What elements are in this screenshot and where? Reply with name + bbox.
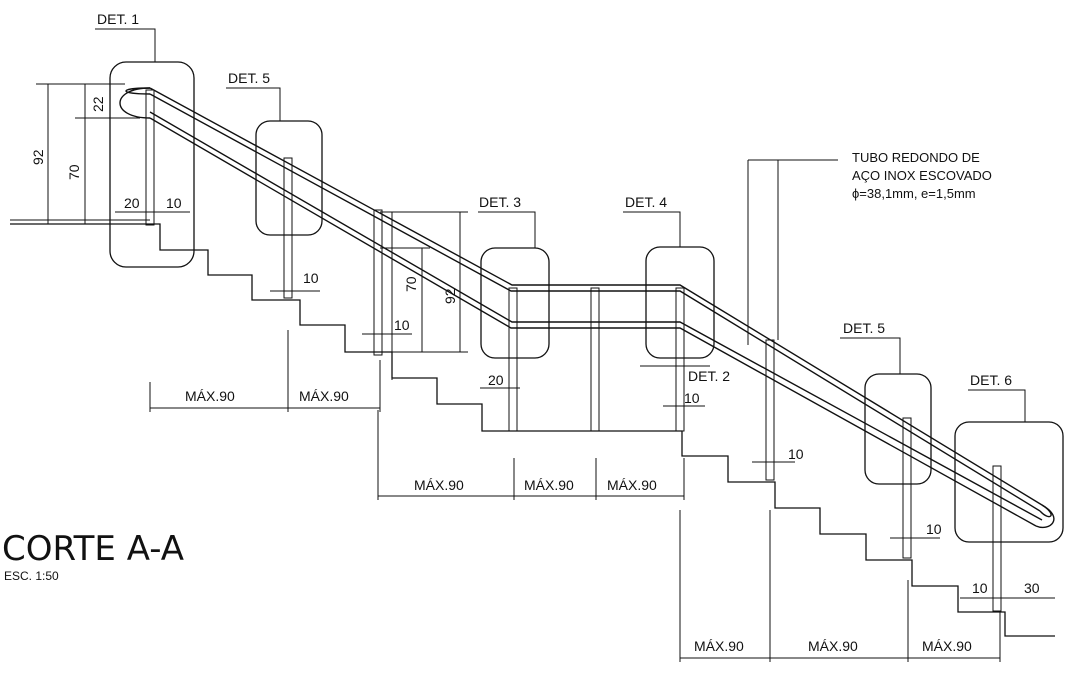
- note-line-1: TUBO REDONDO DE: [852, 150, 980, 165]
- section-title: CORTE A-A ESC. 1:50: [2, 529, 184, 583]
- dim-max90-6: MÁX.90: [694, 638, 744, 654]
- detail-label-4: DET. 4: [625, 194, 667, 210]
- detail-box-5b: [864, 373, 932, 485]
- posts: [145, 89, 1002, 612]
- section-scale: ESC. 1:50: [4, 569, 59, 583]
- detail-labels: DET. 1 DET. 5 DET. 3 DET. 4 DET. 2 DET. …: [97, 11, 1012, 388]
- note-line-3: ϕ=38,1mm, e=1,5mm: [852, 186, 976, 201]
- dim-max90-8: MÁX.90: [922, 638, 972, 654]
- dim-10-a: 10: [166, 195, 182, 211]
- detail-leaders: [95, 28, 1026, 422]
- post: [992, 465, 1002, 612]
- dim-10-g: 10: [972, 580, 988, 596]
- dim-92-left: 92: [30, 149, 46, 165]
- note-line-2: AÇO INOX ESCOVADO: [852, 168, 992, 183]
- dimension-lines: [36, 83, 1055, 662]
- post: [765, 339, 775, 481]
- dim-10-f: 10: [926, 521, 942, 537]
- dim-max90-5: MÁX.90: [607, 477, 657, 493]
- post: [373, 209, 383, 356]
- detail-box-6: [954, 421, 1064, 543]
- detail-label-2: DET. 2: [688, 368, 730, 384]
- detail-label-3: DET. 3: [479, 194, 521, 210]
- dim-10-e: 10: [788, 446, 804, 462]
- note-leader: [747, 159, 838, 345]
- dim-10-c: 10: [394, 317, 410, 333]
- detail-label-5a: DET. 5: [228, 70, 270, 86]
- post: [508, 287, 518, 432]
- dim-70-mid: 70: [403, 276, 419, 292]
- dim-max90-1: MÁX.90: [185, 388, 235, 404]
- dimension-values: 22 92 70 20 10 10 70 92 10 20 10 10 10 1…: [30, 96, 1040, 654]
- dim-max90-4: MÁX.90: [524, 477, 574, 493]
- detail-label-1: DET. 1: [97, 11, 139, 27]
- detail-boxes: [109, 61, 1064, 543]
- post: [590, 287, 600, 432]
- detail-label-5b: DET. 5: [843, 320, 885, 336]
- material-note: TUBO REDONDO DE AÇO INOX ESCOVADO ϕ=38,1…: [852, 150, 992, 201]
- post: [283, 157, 293, 299]
- detail-box-3: [480, 247, 550, 359]
- handrail-lower: [119, 87, 1055, 529]
- dim-20-b: 20: [488, 372, 504, 388]
- dim-30: 30: [1024, 580, 1040, 596]
- dim-max90-3: MÁX.90: [414, 477, 464, 493]
- post: [675, 287, 685, 432]
- section-title-text: CORTE A-A: [2, 529, 184, 569]
- dim-10-b: 10: [303, 270, 319, 286]
- detail-box-5a: [255, 120, 323, 236]
- dim-70-left: 70: [66, 164, 82, 180]
- dim-92-mid: 92: [442, 288, 458, 304]
- post: [145, 89, 155, 226]
- dim-22: 22: [90, 96, 106, 112]
- post: [902, 417, 912, 559]
- stair-profile: [10, 219, 1055, 637]
- dim-20-a: 20: [124, 195, 140, 211]
- detail-label-6: DET. 6: [970, 372, 1012, 388]
- dim-max90-2: MÁX.90: [299, 388, 349, 404]
- detail-box-1: [109, 61, 195, 268]
- dim-max90-7: MÁX.90: [808, 638, 858, 654]
- dim-10-d: 10: [684, 390, 700, 406]
